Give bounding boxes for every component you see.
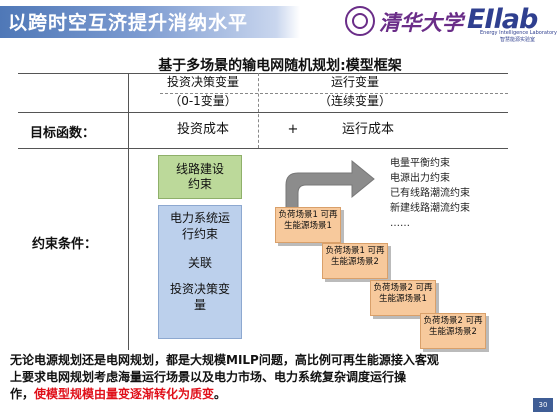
lab-name-en: Energy Intelligence Laboratory [480,30,558,36]
summary-line-3-prefix: 作， [10,387,35,401]
title-band [0,6,300,38]
scenario-box: 负荷场景1 可再生能源场景2 [322,243,388,279]
table-header-line [18,112,508,113]
table-vertical-line [128,73,129,350]
power-system-constraint-text: 电力系统运行约束 [169,211,230,241]
constraint-item: …… [390,218,410,229]
university-logo-text: 清华大学 [379,10,463,35]
constraint-item: 新建线路潮流约束 [390,203,470,214]
invest-var-type: （0-1变量） [169,94,237,108]
header-dashed-line [160,93,508,94]
invest-var-header: 投资决策变量 [166,75,239,89]
scenario-text: 负荷场景2 可再生能源场景1 [373,283,433,304]
highlight-text: 使模型规模由量变逐渐转化为质变 [34,387,215,401]
scenario-text: 负荷场景1 可再生能源场景1 [278,210,338,231]
summary-line-3: 作，使模型规模由量变逐渐转化为质变。 [10,386,555,403]
constraint-item: 电量平衡约束 [390,158,450,169]
investment-cost: 投资成本 [176,122,229,137]
plus-sign: + [287,122,299,137]
table-top-line [18,73,508,74]
summary-line-3-suffix: 。 [214,387,227,401]
page-number: 30 [533,398,553,412]
summary-line-1: 无论电源规划还是电网规划，都是大规模MILP问题，高比例可再生能源接入客观 [10,353,439,367]
lab-logo: EIlab [467,4,538,35]
scenario-box: 负荷场景1 可再生能源场景1 [275,207,341,243]
scenario-box: 负荷场景2 可再生能源场景1 [370,280,436,316]
scenario-text: 负荷场景2 可再生能源场景2 [423,316,483,337]
operation-var-header: 运行变量 [330,75,379,89]
link-text: 关联 [187,256,212,270]
table-objective-line [18,148,508,149]
power-system-constraint-box: 电力系统运行约束 关联 投资决策变量 [158,205,242,339]
constraint-list: 电量平衡约束 电源出力约束 已有线路潮流约束 新建线路潮流约束 …… [390,156,470,231]
constraint-label: 约束条件： [32,237,98,252]
scenario-box: 负荷场景2 可再生能源场景2 [420,313,486,349]
invest-var-text: 投资决策变量 [169,282,230,312]
curved-arrow-icon [285,159,375,214]
objective-label: 目标函数： [30,126,96,141]
summary-line-2: 上要求电网规划考虑海量运行场景以及电力市场、电力系统复杂调度运行操 [10,370,407,384]
diagram-subtitle: 基于多场景的输电网随机规划:模型框架 [158,58,402,74]
line-build-constraint-box: 线路建设约束 [158,155,242,199]
slide-title: 以跨时空互济提升消纳水平 [8,12,249,34]
operation-var-type: （连续变量） [318,94,391,108]
seal-inner-ring [352,13,368,29]
scenario-text: 负荷场景1 可再生能源场景2 [325,246,385,267]
lab-name-cn: 智慧能源实验室 [500,37,536,43]
constraint-item: 已有线路潮流约束 [390,188,470,199]
line-build-constraint-text: 线路建设约束 [175,162,224,191]
column-divider [258,73,259,148]
constraint-item: 电源出力约束 [390,173,450,184]
operation-cost: 运行成本 [341,122,394,137]
header-bar: 以跨时空互济提升消纳水平 清华大学 EIlab Energy Intellige… [0,0,560,44]
summary-paragraph: 无论电源规划还是电网规划，都是大规模MILP问题，高比例可再生能源接入客观 上要… [10,352,555,403]
university-seal-icon [345,6,375,36]
